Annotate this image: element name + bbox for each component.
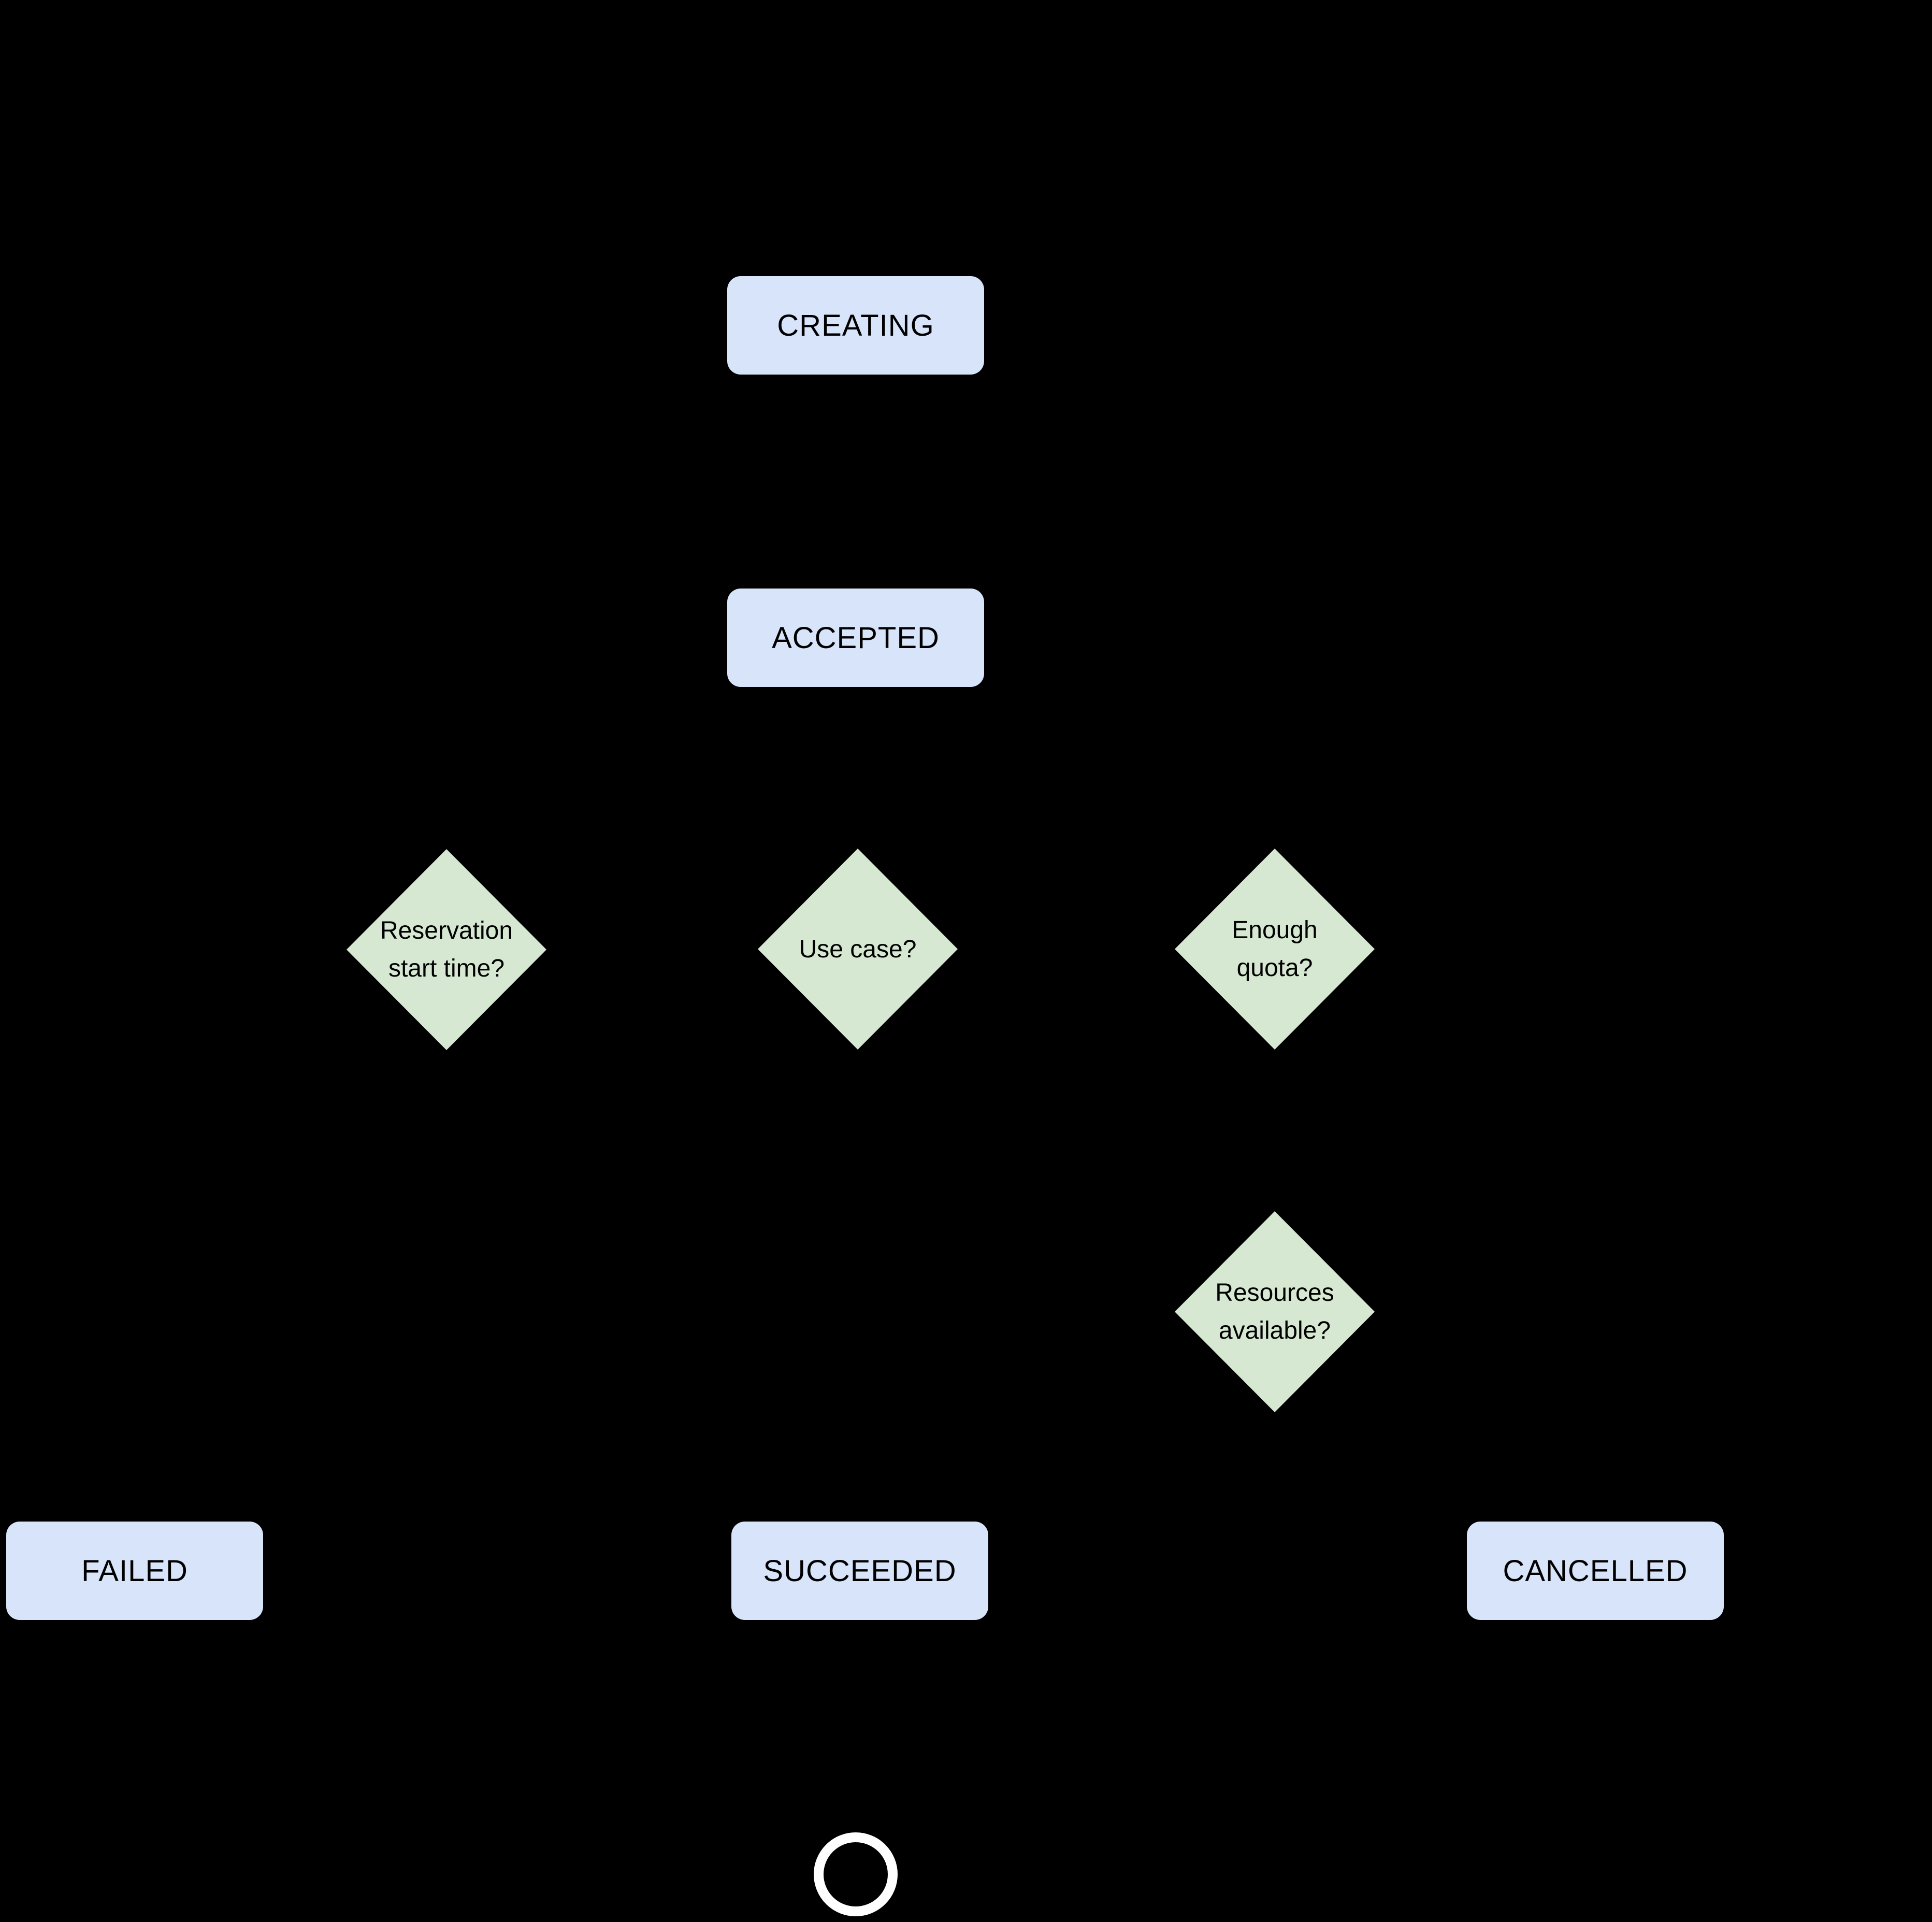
state-node-succeeded: SUCCEEDED <box>731 1522 988 1620</box>
decision-label-line: Reservation <box>380 917 513 944</box>
state-node-creating: CREATING <box>727 276 984 375</box>
state-node-accepted: ACCEPTED <box>727 589 984 687</box>
decision-label-line: Enough <box>1232 916 1318 944</box>
state-label-cancelled: CANCELLED <box>1503 1554 1688 1588</box>
decision-label-line: available? <box>1218 1317 1331 1344</box>
state-label-failed: FAILED <box>81 1554 188 1588</box>
state-label-creating: CREATING <box>777 308 934 342</box>
decision-node-reservation-start-time: Reservation start time? <box>347 849 546 1050</box>
state-node-failed: FAILED <box>6 1522 263 1620</box>
decision-label-line: Resources <box>1215 1279 1334 1307</box>
state-label-succeeded: SUCCEEDED <box>763 1554 957 1588</box>
end-node-circle <box>814 1832 898 1916</box>
decision-node-enough-quota: Enough quota? <box>1175 849 1375 1050</box>
decision-label-line: quota? <box>1236 954 1313 982</box>
decision-node-use-case: Use case? <box>758 849 958 1050</box>
decision-label-line: Use case? <box>799 935 917 963</box>
state-node-cancelled: CANCELLED <box>1467 1522 1724 1620</box>
state-label-accepted: ACCEPTED <box>772 621 940 655</box>
decision-label-line: start time? <box>388 955 505 982</box>
decision-node-resources-available: Resources available? <box>1175 1211 1375 1412</box>
